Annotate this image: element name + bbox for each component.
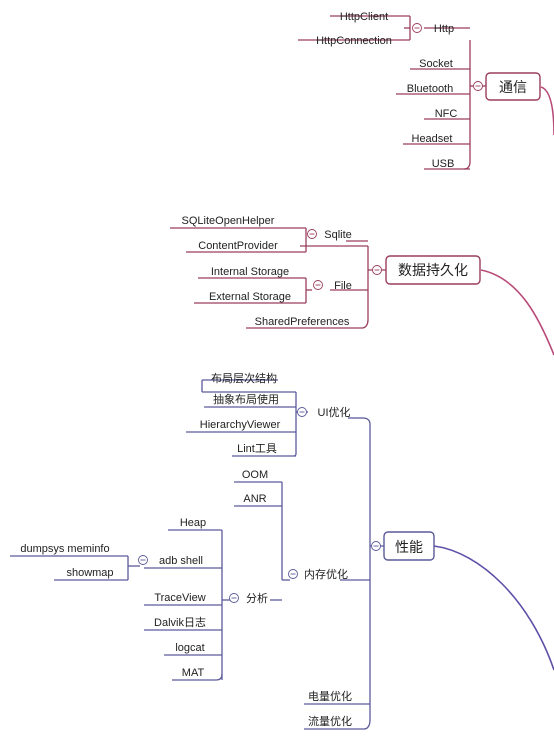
collapse-toggle-icon[interactable] — [412, 23, 422, 33]
leaf-label[interactable]: Internal Storage — [211, 266, 289, 278]
leaf-label[interactable]: OOM — [242, 469, 268, 481]
leaf-label[interactable]: USB — [432, 158, 455, 170]
leaf-label[interactable]: TraceView — [154, 592, 205, 604]
collapse-toggle-icon[interactable] — [473, 81, 483, 91]
leaf-label[interactable]: HierarchyViewer — [200, 419, 281, 431]
topic-node-data[interactable] — [385, 255, 481, 285]
branch-label-adb[interactable]: adb shell — [159, 555, 203, 567]
leaf-label[interactable]: Dalvik日志 — [154, 616, 206, 629]
leaf-label[interactable]: Bluetooth — [407, 83, 453, 95]
leaf-label[interactable]: 电量优化 — [308, 689, 352, 703]
leaf-label[interactable]: showmap — [66, 567, 113, 579]
collapse-toggle-icon[interactable] — [372, 265, 382, 275]
connector-perf — [433, 545, 554, 671]
leaf-label[interactable]: ContentProvider — [198, 240, 278, 252]
leaf-label[interactable]: HttpConnection — [316, 35, 392, 47]
leaf-label[interactable]: ANR — [243, 493, 266, 505]
leaf-label[interactable]: logcat — [175, 642, 204, 654]
collapse-toggle-icon[interactable] — [307, 229, 317, 239]
topic-comm: 通信 Http HttpClient HttpConnection Socket… — [298, 11, 541, 170]
topic-node-perf[interactable] — [383, 531, 435, 561]
topic-title: 通信 — [499, 80, 527, 96]
branch-label-memory[interactable]: 内存优化 — [304, 567, 348, 581]
collapse-toggle-icon[interactable] — [138, 555, 148, 565]
collapse-toggle-icon[interactable] — [313, 280, 323, 290]
leaf-label[interactable]: 抽象布局使用 — [213, 392, 279, 406]
topic-title: 数据持久化 — [398, 263, 468, 279]
topic-perf: 性能 UI优化 布局层次结构 抽象布局使用 HierarchyViewer Li… — [10, 371, 435, 730]
collapse-toggle-icon[interactable] — [297, 407, 307, 417]
leaf-label[interactable]: 布局层次结构 — [211, 371, 277, 385]
leaf-label[interactable]: External Storage — [209, 291, 291, 303]
connector-comm — [540, 86, 554, 136]
leaf-label[interactable]: SQLiteOpenHelper — [182, 215, 275, 227]
leaf-label[interactable]: MAT — [182, 667, 205, 679]
leaf-label[interactable]: NFC — [435, 108, 458, 120]
leaf-label[interactable]: dumpsys meminfo — [20, 543, 109, 555]
leaf-label[interactable]: Headset — [412, 133, 453, 145]
collapse-toggle-icon[interactable] — [229, 593, 239, 603]
collapse-toggle-icon[interactable] — [288, 569, 298, 579]
topic-title: 性能 — [395, 540, 423, 556]
leaf-label[interactable]: SharedPreferences — [255, 316, 350, 328]
branch-label-file[interactable]: File — [334, 280, 352, 292]
leaf-label[interactable]: Socket — [419, 58, 453, 70]
leaf-label[interactable]: 流量优化 — [308, 714, 352, 728]
branch-label-ui[interactable]: UI优化 — [318, 405, 351, 419]
topic-node-comm[interactable] — [485, 72, 541, 101]
leaf-label[interactable]: Heap — [180, 517, 206, 529]
connector-data — [480, 269, 554, 356]
leaf-label[interactable]: Lint工具 — [237, 442, 277, 455]
branch-label-analysis[interactable]: 分析 — [246, 591, 268, 605]
topic-data: 数据持久化 Sqlite SQLiteOpenHelper ContentPro… — [170, 215, 481, 329]
branch-label-sqlite[interactable]: Sqlite — [324, 229, 352, 241]
leaf-label[interactable]: HttpClient — [340, 11, 388, 23]
branch-label-http[interactable]: Http — [434, 23, 454, 35]
collapse-toggle-icon[interactable] — [371, 541, 381, 551]
